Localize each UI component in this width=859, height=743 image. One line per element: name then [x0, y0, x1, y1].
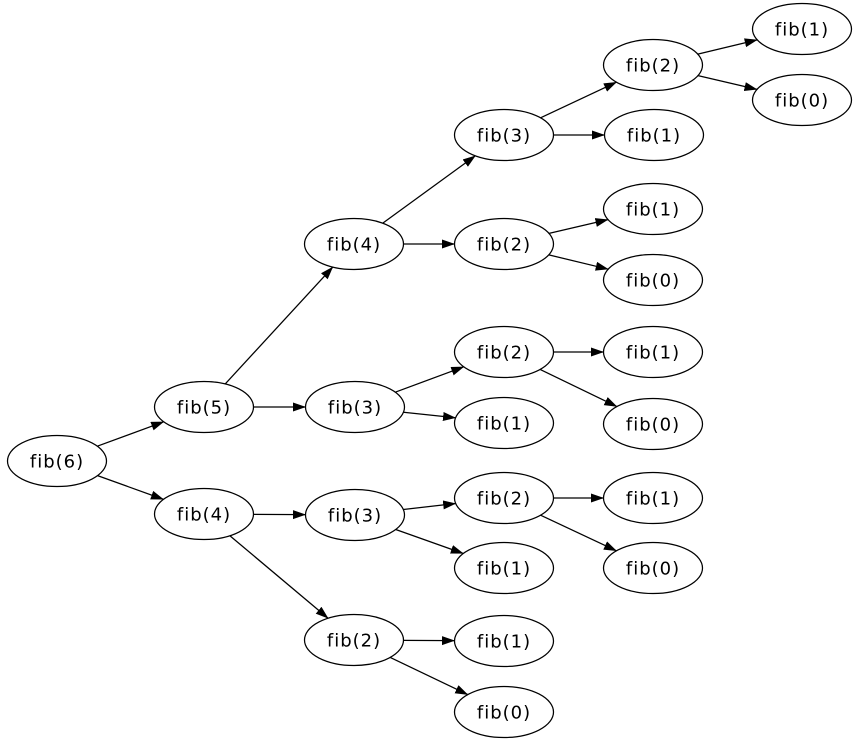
node-label: fib(3) — [477, 126, 531, 147]
node-ellipse — [6, 434, 108, 488]
node-ellipse — [453, 325, 555, 379]
node-label: fib(1) — [626, 343, 680, 364]
node-label: fib(2) — [477, 343, 531, 364]
edge-fib2b-fib0b — [548, 254, 609, 271]
node-fib1h: fib(1) — [453, 614, 555, 668]
node-ellipse — [453, 217, 555, 271]
node-label: fib(0) — [775, 91, 829, 112]
node-ellipse — [751, 73, 853, 127]
node-label: fib(0) — [626, 271, 680, 292]
node-fib2b: fib(2) — [453, 217, 555, 271]
node-label: fib(3) — [328, 506, 382, 527]
node-fib0e: fib(0) — [453, 685, 555, 739]
node-fib4b: fib(4) — [153, 487, 255, 541]
node-label: fib(0) — [477, 703, 531, 724]
node-ellipse — [303, 613, 405, 667]
edge-fib2a-fib1a — [697, 38, 758, 55]
node-fib2a: fib(2) — [602, 38, 704, 92]
edge-fib3b-fib1e — [403, 411, 457, 421]
node-fib5: fib(5) — [153, 380, 255, 434]
node-ellipse — [602, 182, 704, 236]
node-fib1g: fib(1) — [453, 541, 555, 595]
node-label: fib(4) — [177, 505, 231, 526]
node-label: fib(1) — [627, 126, 681, 147]
node-ellipse — [453, 471, 555, 525]
node-ellipse — [453, 396, 555, 450]
node-ellipse — [304, 380, 406, 434]
edge-fib3a-fib2a — [540, 81, 617, 119]
edge-fib4a-fib3a — [382, 155, 476, 224]
node-label: fib(3) — [328, 398, 382, 419]
edge-fib4b-fib2e — [229, 535, 329, 619]
edge-fib3c-fib2d — [403, 500, 457, 511]
node-ellipse — [602, 325, 704, 379]
node-fib1f: fib(1) — [602, 471, 704, 525]
node-label: fib(4) — [327, 235, 381, 256]
node-label: fib(1) — [626, 489, 680, 510]
node-ellipse — [453, 685, 555, 739]
edge-fib2d-fib0d — [540, 514, 617, 552]
node-ellipse — [751, 2, 853, 56]
node-label: fib(2) — [626, 56, 680, 77]
node-fib0a: fib(0) — [751, 73, 853, 127]
node-fib2e: fib(2) — [303, 613, 405, 667]
node-ellipse — [153, 380, 255, 434]
node-fib1a: fib(1) — [751, 2, 853, 56]
node-label: fib(1) — [775, 20, 829, 41]
edge-fib2c-fib0c — [539, 368, 618, 408]
node-ellipse — [453, 541, 555, 595]
node-ellipse — [303, 217, 405, 271]
node-label: fib(1) — [477, 632, 531, 653]
node-label: fib(2) — [327, 631, 381, 652]
node-label: fib(1) — [477, 414, 531, 435]
node-fib2c: fib(2) — [453, 325, 555, 379]
node-ellipse — [602, 38, 704, 92]
node-ellipse — [602, 253, 704, 307]
node-label: fib(0) — [626, 559, 680, 580]
node-label: fib(2) — [477, 489, 531, 510]
node-ellipse — [153, 487, 255, 541]
edge-fib5-fib4a — [224, 266, 334, 385]
node-ellipse — [304, 488, 406, 542]
node-label: fib(5) — [177, 398, 231, 419]
node-fib0b: fib(0) — [602, 253, 704, 307]
node-label: fib(6) — [30, 452, 84, 473]
node-label: fib(0) — [626, 415, 680, 436]
node-label: fib(1) — [477, 559, 531, 580]
node-fib1d: fib(1) — [602, 325, 704, 379]
edge-fib3b-fib2c — [395, 366, 465, 393]
node-fib1c: fib(1) — [602, 182, 704, 236]
edge-fib6-fib4b — [97, 475, 164, 500]
node-ellipse — [602, 471, 704, 525]
node-ellipse — [603, 108, 705, 162]
node-fib0d: fib(0) — [602, 541, 704, 595]
node-label: fib(1) — [626, 200, 680, 221]
node-ellipse — [602, 397, 704, 451]
nodes-layer: fib(6) fib(5) fib(4) fib(4) fib(3) fib(3) fib(… — [6, 2, 853, 739]
edge-fib3c-fib1g — [395, 528, 464, 555]
edges-layer — [97, 38, 758, 696]
node-ellipse — [602, 541, 704, 595]
edge-fib6-fib5 — [97, 421, 165, 447]
node-fib6: fib(6) — [6, 434, 108, 488]
node-fib3c: fib(3) — [304, 488, 406, 542]
edge-fib2b-fib1c — [548, 218, 609, 235]
node-fib4a: fib(4) — [303, 217, 405, 271]
node-fib1b: fib(1) — [603, 108, 705, 162]
node-ellipse — [453, 614, 555, 668]
node-fib0c: fib(0) — [602, 397, 704, 451]
node-fib3b: fib(3) — [304, 380, 406, 434]
node-label: fib(2) — [477, 235, 531, 256]
edge-fib2e-fib0e — [389, 656, 469, 696]
node-fib2d: fib(2) — [453, 471, 555, 525]
node-fib1e: fib(1) — [453, 396, 555, 450]
node-fib3a: fib(3) — [453, 108, 555, 162]
node-ellipse — [453, 108, 555, 162]
edge-fib2a-fib0a — [697, 74, 758, 91]
